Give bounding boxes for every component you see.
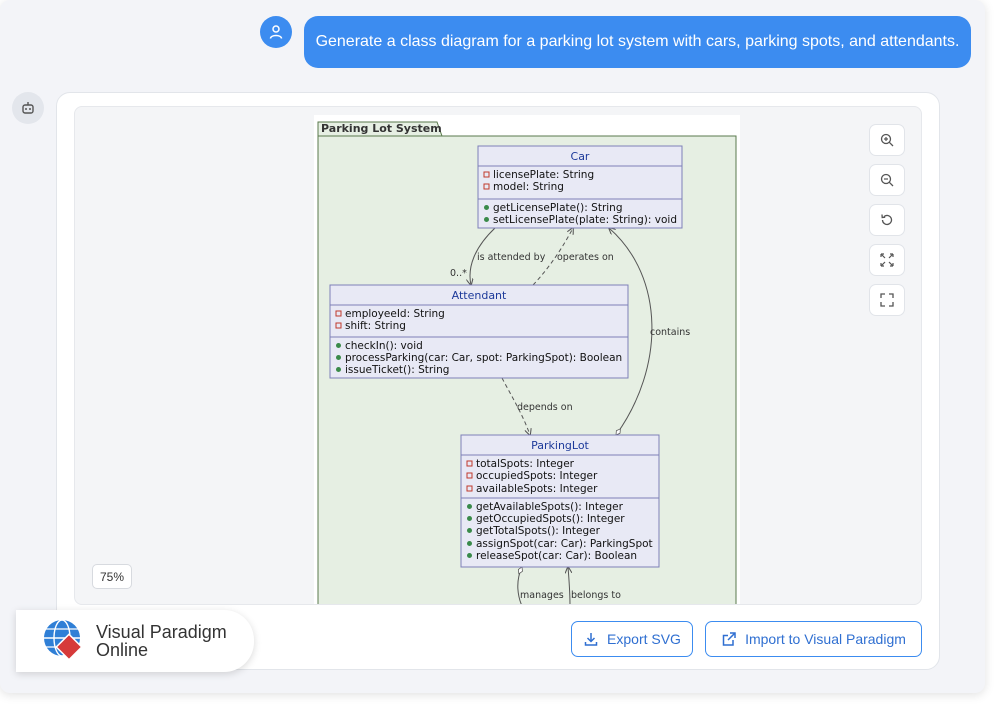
class-method: issueTicket(): String — [345, 364, 449, 376]
class-method: processParking(car: Car, spot: ParkingSp… — [345, 352, 622, 364]
user-message-bubble: Generate a class diagram for a parking l… — [304, 16, 971, 68]
zoom-out-icon — [880, 173, 894, 187]
private-marker — [466, 485, 473, 492]
package-title: Parking Lot System — [321, 122, 442, 135]
relation-manages — [517, 566, 523, 604]
private-marker — [483, 183, 490, 190]
class-name: Attendant — [452, 289, 507, 302]
visual-paradigm-wordmark: Visual Paradigm Online — [96, 623, 227, 659]
brand-name: Visual Paradigm — [96, 622, 227, 642]
zoom-in-icon — [880, 133, 894, 147]
private-marker — [335, 322, 342, 329]
class-method: getLicensePlate(): String — [493, 202, 623, 214]
private-marker — [466, 472, 473, 479]
class-diagram: Parking Lot System is attended by 0..* o… — [314, 115, 740, 604]
zoom-out-button[interactable] — [869, 164, 905, 196]
label-operates-on: operates on — [557, 252, 614, 263]
app-frame: Generate a class diagram for a parking l… — [0, 0, 985, 693]
class-method: getOccupiedSpots(): Integer — [476, 513, 625, 525]
user-message-text: Generate a class diagram for a parking l… — [315, 33, 960, 50]
zoom-level-badge: 75% — [92, 564, 132, 589]
reset-rotate-icon — [881, 214, 893, 226]
response-card: Parking Lot System is attended by 0..* o… — [56, 92, 940, 670]
private-marker — [466, 460, 473, 467]
class-attribute: occupiedSpots: Integer — [476, 470, 598, 482]
class-name: ParkingLot — [531, 439, 589, 452]
class-attribute: model: String — [493, 181, 564, 193]
relation-contains — [609, 228, 653, 435]
class-method: getAvailableSpots(): Integer — [476, 501, 624, 513]
label-belongs-to: belongs to — [571, 590, 621, 601]
relation-is-attended-by — [470, 227, 496, 285]
private-marker — [335, 310, 342, 317]
class-attribute: shift: String — [345, 320, 406, 332]
class-car[interactable]: Car licensePlate: String model: String g… — [477, 145, 683, 229]
bot-avatar — [12, 92, 44, 124]
public-marker — [467, 553, 472, 558]
user-avatar — [260, 16, 292, 48]
public-marker — [467, 516, 472, 521]
relation-depends-on — [501, 377, 530, 435]
label-manages: manages — [520, 590, 564, 601]
class-name: Car — [571, 150, 590, 163]
class-method: releaseSpot(car: Car): Boolean — [476, 550, 637, 562]
public-marker — [336, 343, 341, 348]
class-attribute: totalSpots: Integer — [476, 458, 575, 470]
import-visual-paradigm-label: Import to Visual Paradigm — [745, 631, 906, 647]
public-marker — [336, 367, 341, 372]
download-icon — [584, 633, 598, 646]
public-marker — [336, 355, 341, 360]
class-method: assignSpot(car: Car): ParkingSpot — [476, 538, 653, 550]
label-is-attended-by: is attended by — [477, 252, 546, 263]
zoom-level-text: 75% — [99, 569, 125, 584]
private-marker — [483, 171, 490, 178]
brand-sub: Online — [96, 640, 149, 660]
relations — [470, 227, 653, 604]
fit-to-screen-icon — [880, 253, 894, 267]
public-marker — [484, 217, 489, 222]
class-attribute: employeeId: String — [345, 308, 445, 320]
class-method: setLicensePlate(plate: String): void — [493, 214, 677, 226]
visual-paradigm-logo: Visual Paradigm Online — [16, 610, 254, 672]
import-visual-paradigm-button[interactable]: Import to Visual Paradigm — [705, 621, 922, 657]
label-depends-on: depends on — [517, 402, 573, 413]
public-marker — [484, 205, 489, 210]
relation-operates-on — [532, 228, 573, 286]
class-method: checkIn(): void — [345, 340, 423, 352]
zoom-in-button[interactable] — [869, 124, 905, 156]
label-contains: contains — [650, 327, 690, 338]
public-marker — [467, 504, 472, 509]
class-attribute: availableSpots: Integer — [476, 483, 598, 495]
reset-view-button[interactable] — [869, 204, 905, 236]
export-svg-label: Export SVG — [607, 631, 681, 647]
export-svg-button[interactable]: Export SVG — [571, 621, 693, 657]
external-link-icon — [722, 632, 736, 646]
fullscreen-button[interactable] — [869, 284, 905, 316]
class-attendant[interactable]: Attendant employeeId: String shift: Stri… — [329, 284, 629, 379]
public-marker — [467, 541, 472, 546]
class-parkinglot[interactable]: ParkingLot totalSpots: Integer occupiedS… — [460, 434, 660, 568]
class-attribute: licensePlate: String — [493, 169, 594, 181]
fit-to-screen-button[interactable] — [869, 244, 905, 276]
class-method: getTotalSpots(): Integer — [476, 525, 601, 537]
fullscreen-icon — [880, 293, 894, 307]
visual-paradigm-logo-mark — [44, 619, 83, 661]
public-marker — [467, 528, 472, 533]
diagram-canvas[interactable]: Parking Lot System is attended by 0..* o… — [74, 106, 922, 605]
robot-icon — [22, 102, 34, 114]
user-icon — [269, 25, 283, 39]
label-multiplicity: 0..* — [450, 268, 467, 279]
relation-belongs-to — [568, 567, 570, 604]
